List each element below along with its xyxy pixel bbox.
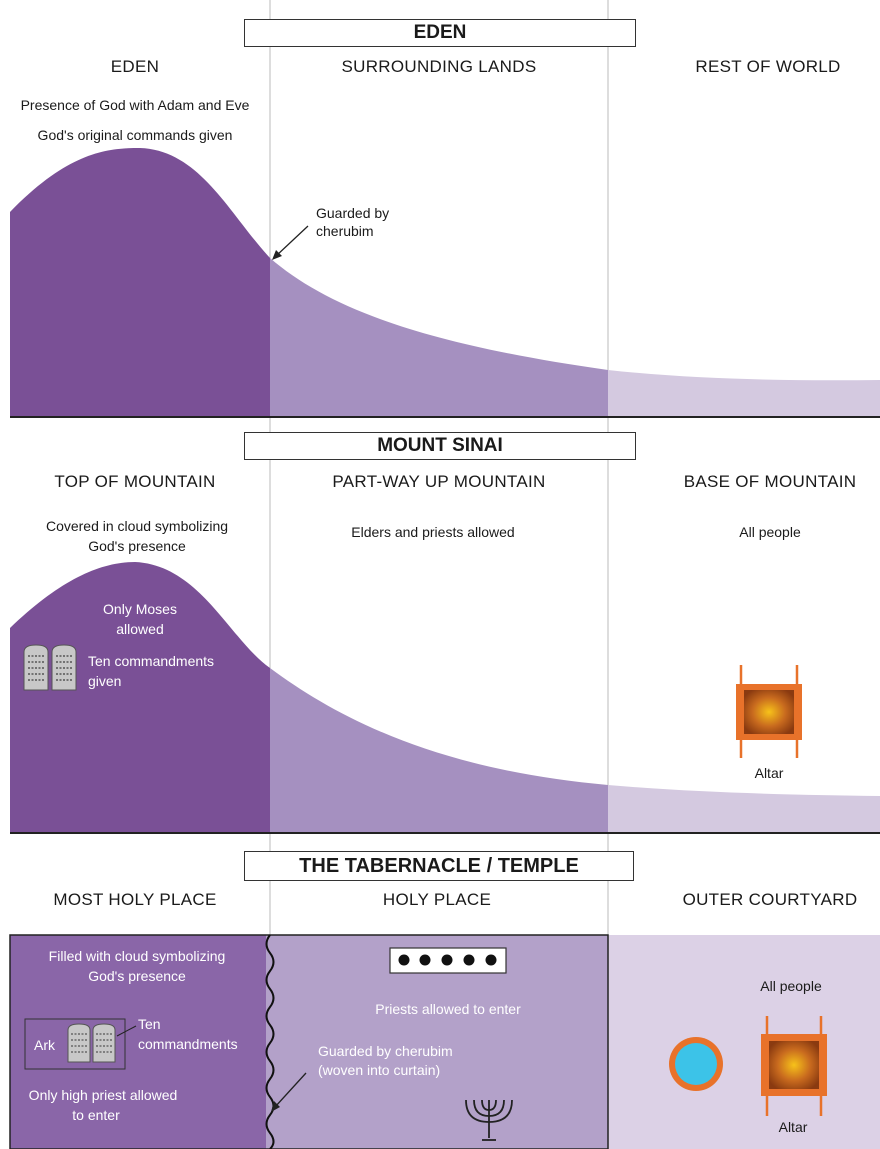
eden-commands-note: God's original commands given: [37, 127, 233, 143]
eden-guard-line1: Guarded by: [316, 205, 390, 221]
eden-title: EDEN: [244, 19, 636, 47]
tabernacle-col-most-holy: MOST HOLY PLACE: [53, 890, 217, 909]
eden-col-rest: REST OF WORLD: [695, 57, 841, 76]
sinai-elders-note: Elders and priests allowed: [351, 524, 515, 540]
sinai-altar-label: Altar: [754, 765, 784, 781]
eden-region-dark: [10, 148, 270, 416]
curtain-line2: (woven into curtain): [318, 1062, 441, 1078]
curtain-arrowhead: [271, 1101, 280, 1112]
courtyard-altar-label: Altar: [778, 1119, 808, 1135]
eden-region-light: [608, 370, 880, 416]
sinai-region-dark: [10, 562, 270, 832]
eden-guard-line2: cherubim: [316, 223, 374, 239]
sinai-col-top: TOP OF MOUNTAIN: [54, 472, 216, 491]
menorah-icon: [465, 1099, 513, 1141]
sinai-altar-icon: [736, 665, 802, 758]
tabernacle-outline: [9, 934, 609, 1149]
sinai-moses-line1: Only Moses: [103, 601, 177, 617]
courtyard-all-people: All people: [760, 978, 822, 994]
tabernacle-col-holy: HOLY PLACE: [382, 890, 492, 909]
eden-col-surrounding: SURROUNDING LANDS: [341, 57, 537, 76]
priests-allowed-note: Priests allowed to enter: [375, 1001, 521, 1017]
cherubim-arrow: [275, 225, 309, 257]
tablets-pointer: [116, 1025, 137, 1037]
ark-box: [24, 1018, 126, 1070]
eden-region-mid: [270, 258, 608, 416]
tabernacle-col-courtyard: OUTER COURTYARD: [682, 890, 858, 909]
sinai-moses-line2: allowed: [116, 621, 164, 637]
curtain-arrow: [274, 1072, 307, 1108]
curtain-line1: Guarded by cherubim: [318, 1043, 453, 1059]
tablets-icon: [23, 644, 77, 691]
curtain-line: [265, 934, 275, 1149]
ark-tablets-icon: [67, 1023, 116, 1063]
most-holy-place-region: [10, 935, 272, 1149]
sinai-all-people: All people: [739, 524, 801, 540]
cherubim-arrowhead: [272, 250, 282, 260]
sinai-col-partway: PART-WAY UP MOUNTAIN: [332, 472, 546, 491]
courtyard-altar-icon: [761, 1016, 827, 1116]
tabernacle-panel: [9, 934, 880, 1149]
tabernacle-title: THE TABERNACLE / TEMPLE: [244, 851, 634, 881]
showbread-table-icon: [389, 947, 507, 974]
sinai-col-base: BASE OF MOUNTAIN: [683, 472, 857, 491]
high-priest-line1: Only high priest allowed: [28, 1087, 178, 1103]
tabernacle-cloud-line2: God's presence: [88, 968, 186, 984]
tabernacle-cloud-line1: Filled with cloud symbolizing: [48, 948, 226, 964]
sinai-region-mid: [270, 668, 608, 832]
sinai-region-light: [608, 785, 880, 832]
eden-presence-note: Presence of God with Adam and Eve: [20, 97, 250, 113]
tabernacle-tablets-line1: Ten: [138, 1016, 161, 1032]
sinai-title: MOUNT SINAI: [244, 432, 636, 460]
sinai-panel: [10, 562, 880, 834]
sinai-cloud-line2: God's presence: [88, 538, 186, 554]
sinai-tablets-line1: Ten commandments: [88, 653, 215, 669]
tabernacle-tablets-line2: commandments: [138, 1036, 238, 1052]
eden-panel: [10, 148, 880, 418]
high-priest-line2: to enter: [72, 1107, 120, 1123]
eden-col-eden: EDEN: [110, 57, 160, 76]
laver-icon: [669, 1037, 723, 1091]
ark-label: Ark: [34, 1037, 55, 1053]
sinai-tablets-line2: given: [88, 673, 122, 689]
sinai-cloud-line1: Covered in cloud symbolizing: [45, 518, 229, 534]
outer-courtyard-region: [608, 935, 880, 1149]
